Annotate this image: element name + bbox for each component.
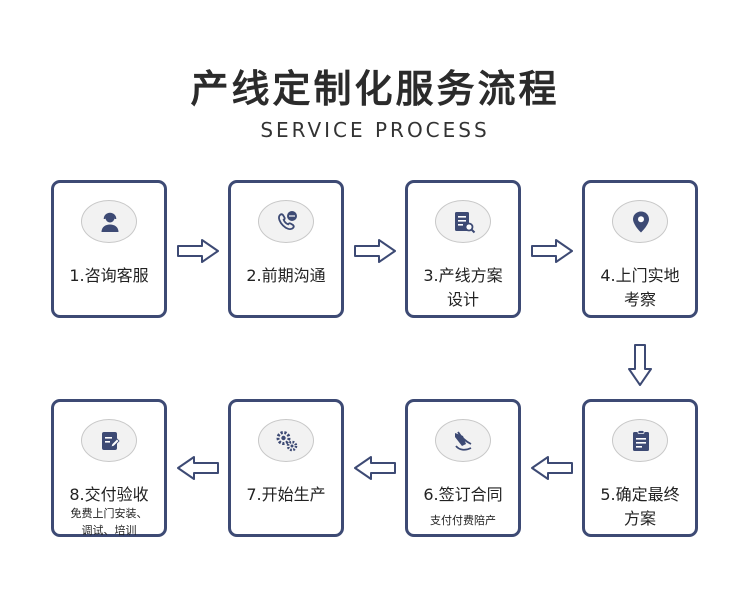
arrow-left-icon	[354, 456, 396, 480]
step-5-final-plan: 5.确定最终 方案	[582, 399, 698, 537]
step-note: 支付付费陪产	[430, 514, 496, 527]
customer-service-icon	[81, 200, 137, 243]
step-label: 7.开始生产	[246, 485, 326, 504]
step-label: 1.咨询客服	[69, 266, 149, 285]
step-7-production: 7.开始生产	[228, 399, 344, 537]
step-label: 8.交付验收	[69, 485, 149, 504]
step-note-line2: 调试、培训	[81, 524, 137, 537]
sign-contract-icon	[435, 419, 491, 462]
step-label-line2: 考察	[623, 290, 656, 309]
page-title: 产线定制化服务流程	[190, 67, 560, 111]
arrow-left-icon	[177, 456, 219, 480]
step-1-consult: 1.咨询客服	[51, 180, 167, 318]
step-label-line2: 方案	[623, 509, 656, 528]
arrow-down-icon	[628, 344, 652, 386]
step-label: 2.前期沟通	[246, 266, 326, 285]
phone-chat-icon	[258, 200, 314, 243]
arrow-right-icon	[177, 239, 219, 263]
step-6-sign-contract: 6.签订合同 支付付费陪产	[405, 399, 521, 537]
step-label-line2: 设计	[446, 290, 479, 309]
arrow-right-icon	[531, 239, 573, 263]
step-label: 5.确定最终	[600, 485, 680, 504]
step-label: 4.上门实地	[600, 266, 680, 285]
arrow-left-icon	[531, 456, 573, 480]
arrow-right-icon	[354, 239, 396, 263]
page-subtitle: SERVICE PROCESS	[260, 118, 490, 142]
gears-icon	[258, 419, 314, 462]
location-pin-icon	[612, 200, 668, 243]
step-label: 6.签订合同	[423, 485, 503, 504]
step-4-site-visit: 4.上门实地 考察	[582, 180, 698, 318]
step-2-communication: 2.前期沟通	[228, 180, 344, 318]
step-8-delivery-acceptance: 8.交付验收 免费上门安装、 调试、培训	[51, 399, 167, 537]
document-search-icon	[435, 200, 491, 243]
step-note: 免费上门安装、	[70, 507, 148, 520]
clipboard-icon	[612, 419, 668, 462]
step-3-plan-design: 3.产线方案 设计	[405, 180, 521, 318]
edit-document-icon	[81, 419, 137, 462]
step-label: 3.产线方案	[423, 266, 503, 285]
